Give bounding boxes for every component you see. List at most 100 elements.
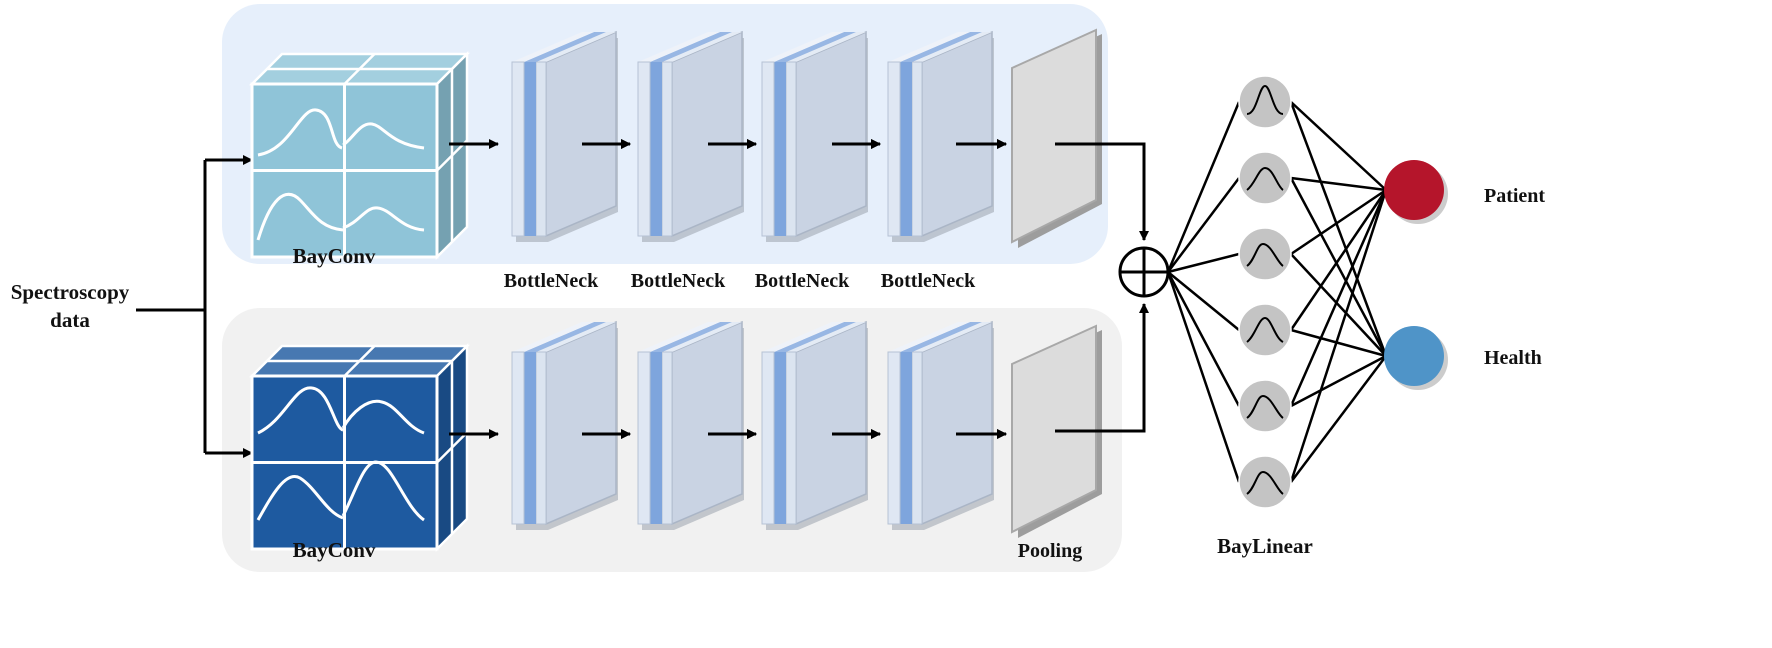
distribution-curve-icon	[1246, 470, 1284, 495]
bottleneck-front	[637, 351, 651, 525]
bottleneck-face	[921, 320, 993, 526]
distribution-curve-icon	[1246, 394, 1284, 419]
edge-sum-hidden-2	[1167, 177, 1240, 273]
edge-hidden-2-out-2	[1289, 177, 1388, 357]
edge-hidden-6-out-1	[1289, 189, 1388, 483]
merge-connector	[1055, 142, 1149, 433]
bayconv-label-bottom: BayConv	[293, 538, 376, 562]
bottleneck-stripe-top	[774, 322, 856, 352]
hidden-node-circle	[1238, 227, 1292, 281]
hidden-node-circle	[1238, 75, 1292, 129]
bottleneck-layer	[535, 351, 547, 525]
cube-curve	[342, 206, 425, 232]
bottleneck-stripe-top	[774, 32, 856, 62]
bottleneck-block-top-4	[887, 30, 994, 242]
bottleneck-front-top	[512, 322, 594, 352]
input-label-line1: Spectroscopy	[11, 280, 130, 304]
bottleneck-top	[786, 32, 866, 62]
hidden-node-1	[1238, 75, 1292, 129]
bottleneck-top	[912, 322, 992, 352]
edge-hidden-3-out-1	[1290, 188, 1387, 256]
bottleneck-face	[795, 320, 867, 526]
bottleneck-top	[662, 32, 742, 62]
distribution-curve-icon	[1246, 316, 1284, 343]
pooling-plate-bottom	[1011, 324, 1102, 538]
bottleneck-front-top	[512, 32, 594, 62]
bottleneck-block-top-3	[761, 30, 868, 242]
bottleneck-layer	[661, 61, 673, 237]
bottleneck-label-2: BottleNeck	[631, 270, 726, 292]
hidden-node-4	[1238, 303, 1292, 357]
bottleneck-front	[511, 61, 525, 237]
edge-sum-hidden-3	[1167, 252, 1240, 274]
bottleneck-front	[511, 351, 525, 525]
bottleneck-front-top	[888, 32, 970, 62]
bottleneck-stripe	[650, 62, 662, 236]
bottleneck-face	[671, 30, 743, 238]
input-connector	[136, 155, 253, 458]
bottleneck-block-top-2	[637, 30, 744, 242]
edge-hidden-4-out-1	[1289, 189, 1388, 331]
bottleneck-stripe	[900, 352, 912, 524]
cube-curve	[257, 386, 344, 435]
bottleneck-front	[887, 61, 901, 237]
bottleneck-layer	[785, 61, 797, 237]
hidden-node-circle	[1238, 303, 1292, 357]
bottleneck-face	[921, 30, 993, 238]
output-node-2	[1384, 326, 1448, 390]
distribution-curve-icon	[1246, 166, 1284, 191]
bottleneck-stripe-top	[650, 32, 732, 62]
distribution-curve-icon	[1246, 84, 1284, 115]
bottleneck-block-bottom-4	[887, 320, 994, 530]
bottleneck-stripe-top	[524, 32, 606, 62]
cube-grid-line	[343, 345, 376, 377]
bottleneck-stripe-top	[900, 322, 982, 352]
bottleneck-block-top-1	[511, 30, 618, 242]
cube-curve	[341, 460, 425, 522]
bottleneck-front-top	[638, 32, 720, 62]
bottleneck-stripe	[900, 62, 912, 236]
edge-hidden-3-out-2	[1290, 253, 1387, 357]
input-label-line2: data	[50, 308, 90, 332]
bottleneck-layer	[911, 61, 923, 237]
bottleneck-top	[786, 322, 866, 352]
output-label-patient: Patient	[1484, 185, 1545, 207]
network-edges	[1166, 101, 1388, 483]
baylinear-label: BayLinear	[1217, 534, 1313, 558]
pool-face	[1011, 324, 1097, 534]
bottleneck-front	[887, 351, 901, 525]
hidden-node-3	[1238, 227, 1292, 281]
hidden-node-5	[1238, 379, 1292, 433]
bottleneck-stripe	[774, 352, 786, 524]
bottleneck-top	[662, 322, 742, 352]
edge-hidden-5-out-1	[1289, 189, 1388, 407]
bottleneck-top	[536, 322, 616, 352]
bottleneck-stripe	[650, 352, 662, 524]
bottleneck-blocks	[449, 28, 1102, 538]
cube-grid-line	[343, 53, 376, 85]
bottleneck-label-3: BottleNeck	[755, 270, 850, 292]
hidden-node-circle	[1238, 455, 1292, 509]
bottleneck-stripe-top	[650, 322, 732, 352]
edge-hidden-2-out-1	[1290, 176, 1387, 192]
bottleneck-stripe	[524, 352, 536, 524]
bottleneck-front	[761, 351, 775, 525]
bottleneck-block-bottom-2	[637, 320, 744, 530]
bottleneck-layer	[785, 351, 797, 525]
bottleneck-front-top	[888, 322, 970, 352]
bottleneck-block-bottom-1	[511, 320, 618, 530]
bottleneck-face	[545, 320, 617, 526]
bottleneck-stripe	[774, 62, 786, 236]
edge-hidden-1-out-1	[1290, 101, 1387, 191]
network-nodes	[1238, 75, 1448, 509]
bottleneck-face	[795, 30, 867, 238]
cube-curve	[342, 122, 425, 150]
pool-face	[1011, 28, 1097, 244]
bottleneck-front-top	[638, 322, 720, 352]
bottleneck-layer	[535, 61, 547, 237]
bottleneck-block-bottom-3	[761, 320, 868, 530]
bottleneck-stripe	[524, 62, 536, 236]
bayconv-cube-bottom	[248, 342, 471, 553]
